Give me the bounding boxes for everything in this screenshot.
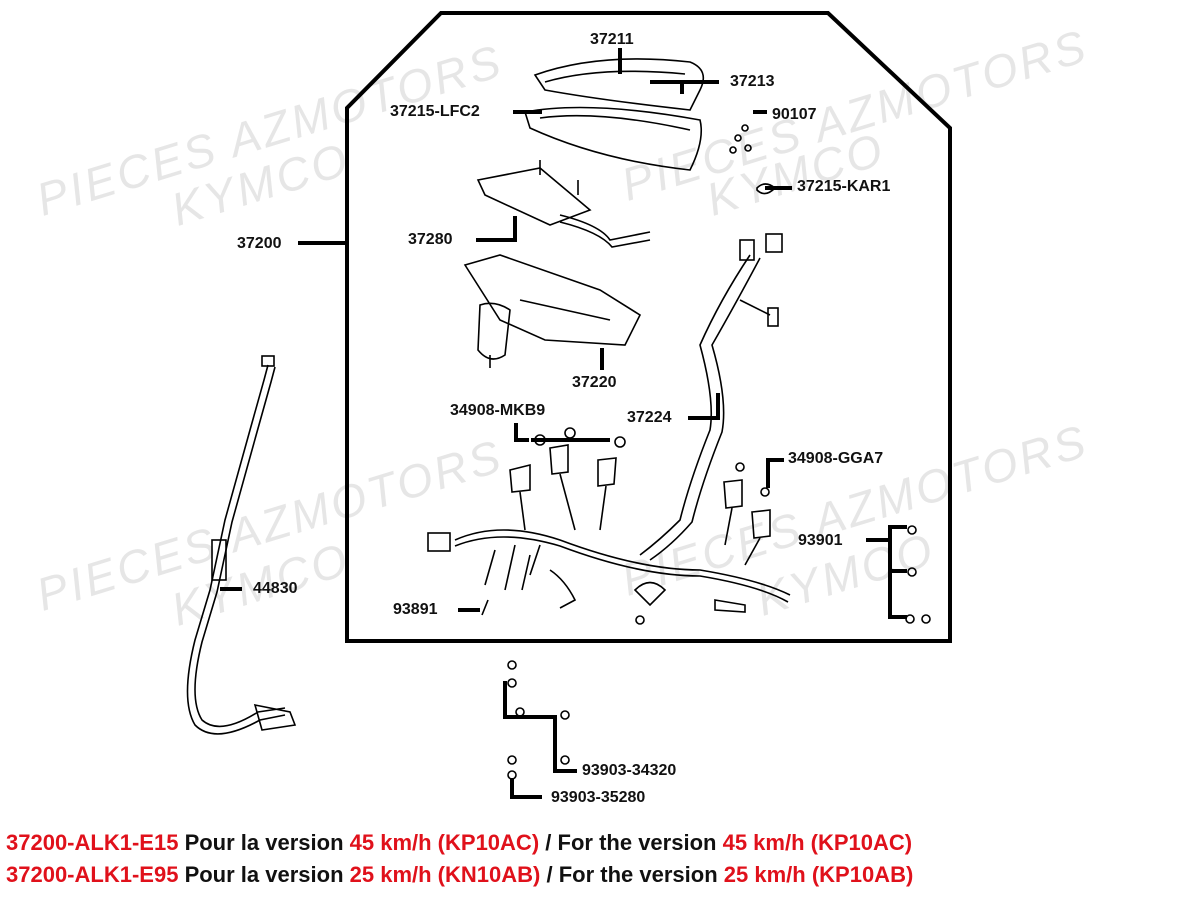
screws-93891 bbox=[481, 544, 541, 616]
part-label-34908-mkb9: 34908-MKB9 bbox=[450, 402, 546, 419]
version-line-1: 37200-ALK1-E15 Pour la version 45 km/h (… bbox=[6, 830, 912, 856]
leader-lines bbox=[220, 48, 907, 799]
part-label-93903-34320: 93903-34320 bbox=[582, 762, 677, 779]
version-separator: / bbox=[546, 862, 553, 887]
version-speed-en: 45 km/h (KP10AC) bbox=[722, 830, 913, 855]
part-label-37200: 37200 bbox=[237, 235, 282, 252]
version-line-2: 37200-ALK1-E95 Pour la version 25 km/h (… bbox=[6, 862, 913, 888]
version-text-fr: Pour la version bbox=[184, 830, 344, 855]
part-label-37224: 37224 bbox=[627, 409, 672, 426]
part-label-93891: 93891 bbox=[393, 601, 438, 618]
part-label-37280: 37280 bbox=[408, 231, 453, 248]
version-code: 37200-ALK1-E15 bbox=[6, 830, 179, 855]
part-label-93901: 93901 bbox=[798, 532, 843, 549]
part-sketches bbox=[186, 58, 931, 780]
version-text-fr: Pour la version bbox=[184, 862, 344, 887]
part-label-37215-kar1: 37215-KAR1 bbox=[797, 178, 891, 195]
part-label-37213: 37213 bbox=[730, 73, 775, 90]
version-text-en: For the version bbox=[557, 830, 717, 855]
part-label-34908-gga7: 34908-GGA7 bbox=[788, 450, 884, 467]
part-label-37211: 37211 bbox=[590, 31, 634, 48]
version-separator: / bbox=[545, 830, 552, 855]
part-label-37220: 37220 bbox=[572, 374, 617, 391]
version-speed-en: 25 km/h (KP10AB) bbox=[723, 862, 914, 887]
part-label-93903-35280: 93903-35280 bbox=[551, 789, 646, 806]
version-speed-fr: 25 km/h (KN10AB) bbox=[349, 862, 541, 887]
version-text-en: For the version bbox=[558, 862, 718, 887]
assembly-frame bbox=[345, 11, 952, 643]
version-code: 37200-ALK1-E95 bbox=[6, 862, 179, 887]
part-label-37215-lfc2: 37215-LFC2 bbox=[390, 103, 480, 120]
part-label-44830: 44830 bbox=[253, 580, 298, 597]
version-speed-fr: 45 km/h (KP10AC) bbox=[349, 830, 540, 855]
part-label-90107: 90107 bbox=[772, 106, 817, 123]
